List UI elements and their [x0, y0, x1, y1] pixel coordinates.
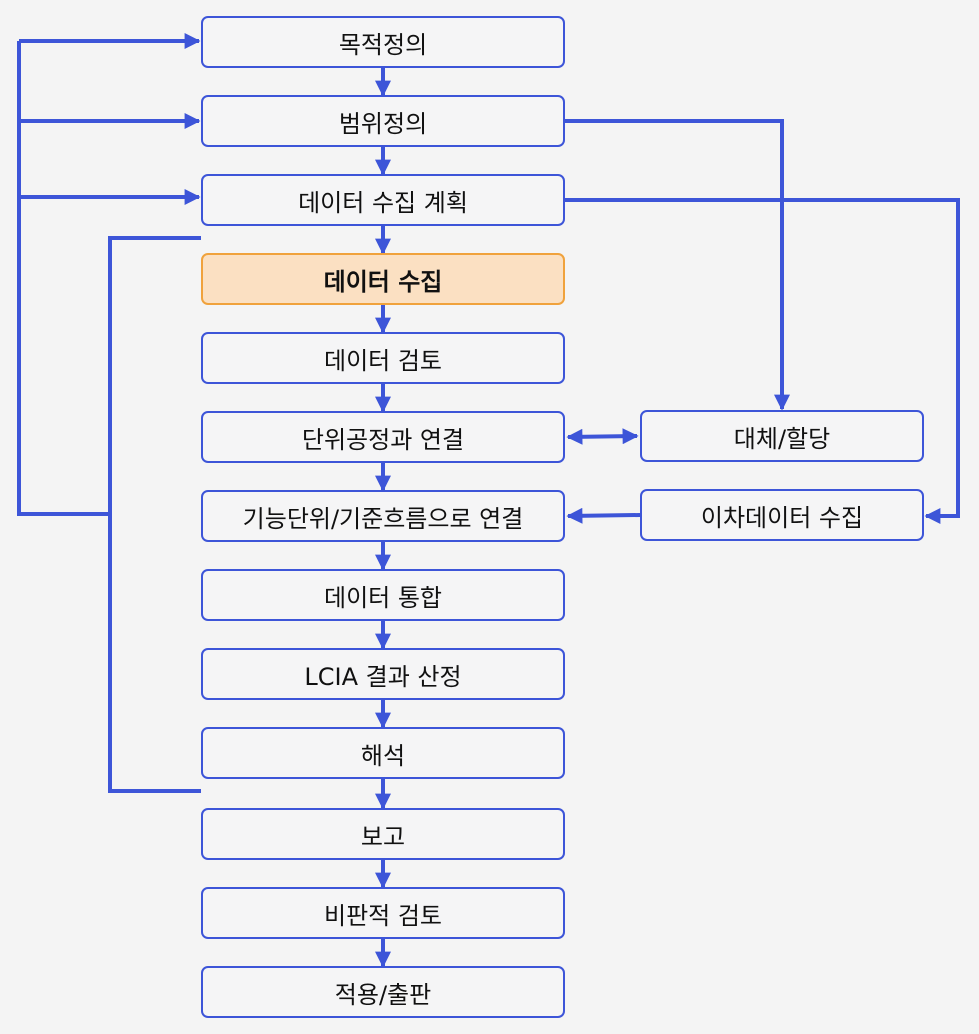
step-scope-definition: 범위정의: [201, 95, 565, 147]
step-data-review: 데이터 검토: [201, 332, 565, 384]
step-data-integration: 데이터 통합: [201, 569, 565, 621]
side-step-secondary-data: 이차데이터 수집: [640, 489, 924, 541]
step-goal-definition: 목적정의: [201, 16, 565, 68]
step-application-publication: 적용/출판: [201, 966, 565, 1018]
feedback-line-left: [17, 41, 110, 516]
step-unit-process-link: 단위공정과 연결: [201, 411, 565, 463]
step-data-collection-plan: 데이터 수집 계획: [201, 174, 565, 226]
step-interpretation: 해석: [201, 727, 565, 779]
step-lcia-calculation: LCIA 결과 산정: [201, 648, 565, 700]
unit-process-allocation-arrow: [566, 428, 639, 445]
scope-to-allocation-line: [565, 119, 790, 411]
step-reporting: 보고: [201, 808, 565, 860]
secondary-to-functional-arrow: [566, 507, 641, 524]
step-data-collection: 데이터 수집: [201, 253, 565, 305]
step-critical-review: 비판적 검토: [201, 887, 565, 939]
iteration-bracket: [108, 236, 201, 793]
step-functional-unit-link: 기능단위/기준흐름으로 연결: [201, 490, 565, 542]
plan-to-secondary-line: [565, 198, 960, 524]
side-step-allocation: 대체/할당: [640, 410, 924, 462]
